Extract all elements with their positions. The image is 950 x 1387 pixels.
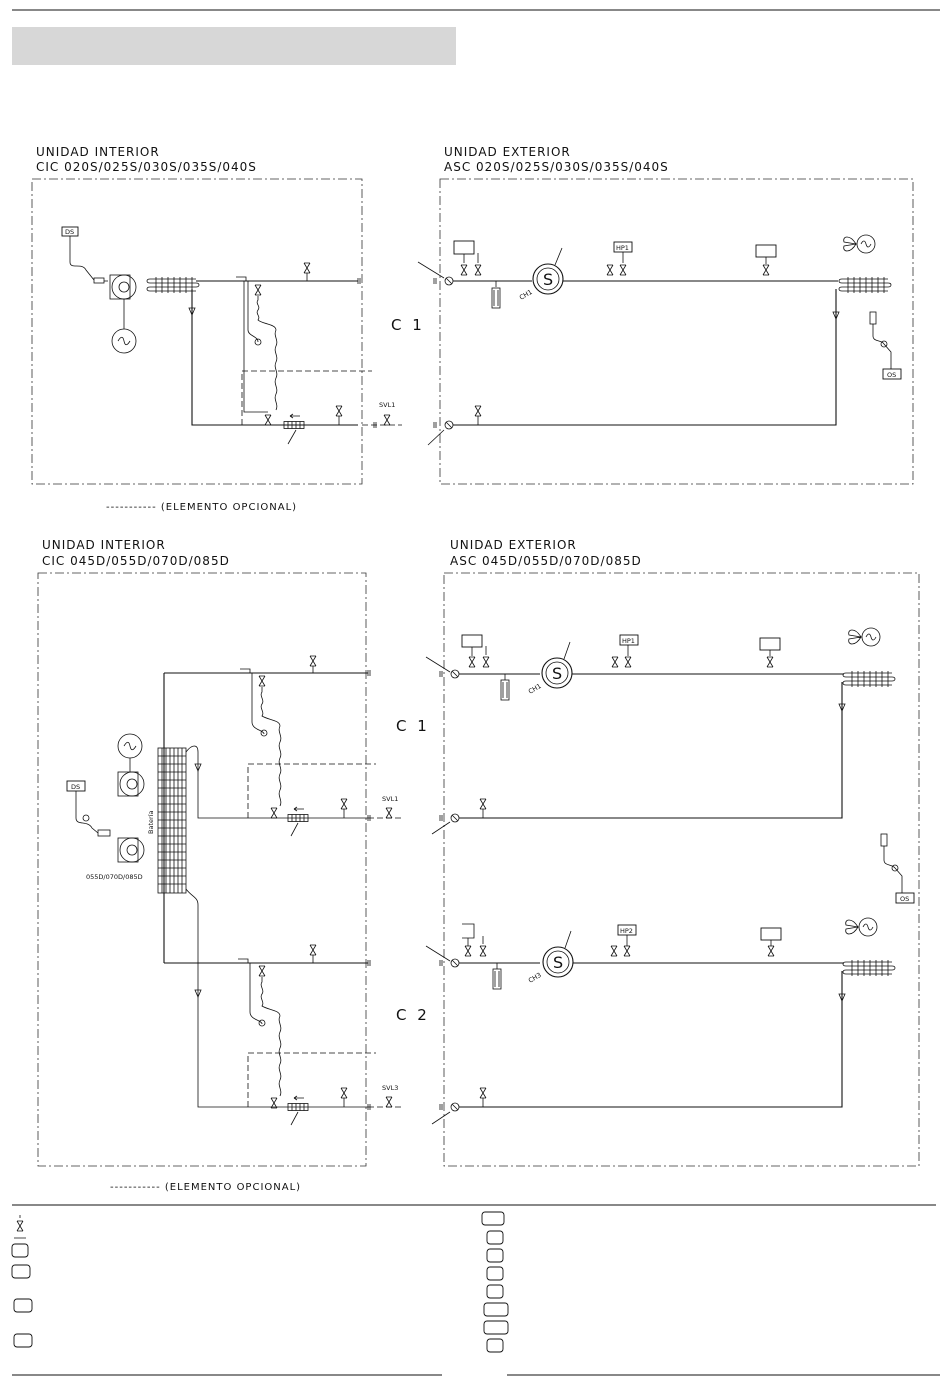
bottom-c2-fan-icon bbox=[845, 917, 878, 937]
bottom-c2-txv-icon bbox=[270, 1097, 278, 1109]
top-indoor-blower-icon bbox=[109, 274, 137, 300]
top-hp1-label: HP1 bbox=[616, 244, 629, 252]
bottom-c1-heater-icon bbox=[500, 679, 510, 701]
top-ch1-label: CH1 bbox=[518, 288, 534, 302]
bottom-os-box bbox=[895, 892, 915, 904]
top-pressure-switch-box bbox=[453, 240, 475, 255]
legend-symbol-10 bbox=[483, 1302, 509, 1317]
bottom-indoor-title: UNIDAD INTERIOR bbox=[42, 538, 166, 552]
bottom-c1-txv-icon bbox=[270, 807, 278, 819]
bottom-outdoor-title: UNIDAD EXTERIOR bbox=[450, 538, 577, 552]
bottom-c2-compressor-label: S bbox=[553, 953, 563, 972]
bottom-ds-label: DS bbox=[71, 783, 80, 791]
diagram-bottom: UNIDAD INTERIOR CIC 045D/055D/070D/085D … bbox=[37, 538, 920, 1193]
diagram-top: UNIDAD INTERIOR CIC 020S/025S/030S/035S/… bbox=[31, 145, 914, 513]
top-outdoor-coil-icon bbox=[838, 276, 892, 294]
bottom-indoor-model: CIC 045D/055D/070D/085D bbox=[42, 554, 230, 568]
bottom-c1-coil-icon bbox=[842, 670, 896, 688]
legend-symbol-12 bbox=[486, 1338, 504, 1353]
bottom-fan-models-label: 055D/070D/085D bbox=[86, 873, 143, 881]
bottom-indoor-boundary bbox=[37, 572, 367, 1167]
bottom-indoor-coil-icon bbox=[157, 747, 187, 894]
header-banner bbox=[12, 27, 456, 65]
bottom-circuit-1-label: C 1 bbox=[396, 717, 430, 735]
bottom-c2-filter-icon bbox=[287, 1095, 309, 1111]
bottom-c2-indoor-valve-icon bbox=[309, 944, 317, 956]
bottom-hp1-label: HP1 bbox=[622, 637, 635, 645]
bottom-c2-lp-box bbox=[760, 927, 782, 941]
bottom-os-label: OS bbox=[900, 895, 909, 903]
bottom-c1-filter-icon bbox=[287, 806, 309, 822]
top-heater-icon bbox=[491, 287, 501, 309]
bottom-ch3-label: CH3 bbox=[527, 971, 543, 985]
legend-symbol-2 bbox=[11, 1264, 31, 1279]
top-outdoor-model: ASC 020S/025S/030S/035S/040S bbox=[444, 160, 669, 174]
bottom-c1-fan-icon bbox=[848, 627, 881, 647]
top-filter-icon bbox=[283, 413, 305, 429]
legend-symbol-1 bbox=[11, 1243, 29, 1258]
bottom-svl3-label: SVL3 bbox=[382, 1084, 398, 1092]
top-ds-label: DS bbox=[65, 228, 74, 236]
legend-symbol-5 bbox=[481, 1211, 505, 1226]
bottom-c1-indoor-valve-icon bbox=[309, 655, 317, 667]
bottom-c1-lp-box bbox=[759, 637, 781, 651]
bottom-c1-compressor-label: S bbox=[552, 664, 562, 683]
bottom-indoor-motor-icon bbox=[117, 733, 143, 759]
legend-symbol-6 bbox=[486, 1230, 504, 1245]
bottom-bateria-label: Batería bbox=[147, 811, 155, 834]
bottom-c1-port-icon bbox=[450, 669, 460, 679]
bottom-circuit-2-label: C 2 bbox=[396, 1006, 430, 1024]
bottom-svl1-label: SVL1 bbox=[382, 795, 398, 803]
bottom-c2-heater-icon bbox=[492, 968, 502, 990]
top-indoor-title: UNIDAD INTERIOR bbox=[36, 145, 160, 159]
bottom-outdoor-boundary bbox=[443, 572, 920, 1167]
legend-valve-icon bbox=[16, 1220, 24, 1232]
top-outdoor-port-icon bbox=[444, 276, 454, 286]
top-outdoor-title: UNIDAD EXTERIOR bbox=[444, 145, 571, 159]
bottom-svl1-valve-icon bbox=[385, 807, 393, 819]
top-indoor-boundary bbox=[31, 178, 363, 485]
top-outdoor-fan-icon bbox=[843, 234, 876, 254]
legend-symbol-4 bbox=[13, 1333, 33, 1348]
top-indoor-coil-icon bbox=[146, 276, 200, 294]
legend-symbol-3 bbox=[13, 1298, 33, 1313]
legend-symbol-9 bbox=[486, 1284, 504, 1299]
top-svl1-label: SVL1 bbox=[379, 401, 395, 409]
bottom-optional-note: ----------- (ELEMENTO OPCIONAL) bbox=[110, 1182, 301, 1193]
legend-left bbox=[11, 1215, 33, 1348]
top-circuit-label: C 1 bbox=[391, 316, 425, 334]
top-compressor-label: S bbox=[543, 270, 553, 289]
top-indoor-motor-icon bbox=[111, 328, 137, 354]
legend-symbol-7 bbox=[486, 1248, 504, 1263]
top-svl1-valve-icon bbox=[383, 414, 391, 426]
legend-symbol-8 bbox=[486, 1266, 504, 1281]
bottom-indoor-blower-upper-icon bbox=[117, 771, 145, 797]
top-indoor-valve-icon bbox=[303, 262, 311, 274]
bottom-outdoor-model: ASC 045D/055D/070D/085D bbox=[450, 554, 642, 568]
top-os-box bbox=[882, 368, 902, 380]
bottom-hp1-box bbox=[619, 634, 639, 646]
top-lp-switch-box bbox=[755, 244, 777, 258]
top-outdoor-boundary bbox=[439, 178, 914, 485]
bottom-indoor-blower-lower-icon bbox=[117, 837, 145, 863]
legend-symbol-11 bbox=[483, 1320, 509, 1335]
bottom-c1-pressure-box bbox=[461, 634, 483, 648]
bottom-hp2-label: HP2 bbox=[620, 927, 633, 935]
top-os-label: OS bbox=[887, 371, 896, 379]
top-optional-line bbox=[241, 370, 372, 425]
top-indoor-model: CIC 020S/025S/030S/035S/040S bbox=[36, 160, 257, 174]
bottom-ch1-label: CH1 bbox=[527, 682, 543, 696]
bottom-c2-coil-icon bbox=[842, 959, 896, 977]
bottom-c2-port-icon bbox=[450, 958, 460, 968]
legend-right bbox=[481, 1211, 509, 1353]
top-txv-icon bbox=[264, 414, 272, 426]
top-optional-note: ----------- (ELEMENTO OPCIONAL) bbox=[106, 502, 297, 513]
bottom-svl3-valve-icon bbox=[385, 1096, 393, 1108]
